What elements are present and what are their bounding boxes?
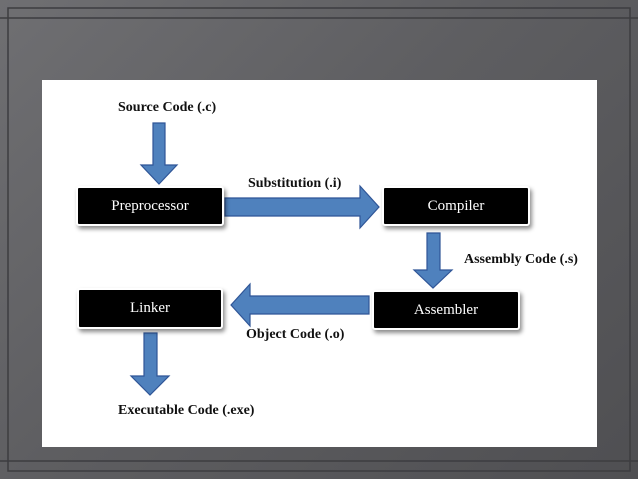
assembly-code-label: Assembly Code (.s) <box>464 252 578 267</box>
arrows-layer <box>129 122 454 396</box>
object-code-label: Object Code (.o) <box>246 327 345 342</box>
assembler-label: Assembler <box>413 301 479 318</box>
preprocessor-box: Preprocessor <box>76 186 224 226</box>
arrow-linker-to-executable <box>129 332 171 396</box>
source-code-label: Source Code (.c) <box>118 100 217 115</box>
arrow-compiler-to-assembler <box>412 232 454 289</box>
arrow-assembler-to-linker <box>230 282 370 328</box>
assembler-box: Assembler <box>372 290 520 330</box>
linker-label: Linker <box>130 300 170 316</box>
compiler-box: Compiler <box>382 186 530 226</box>
preprocessor-label: Preprocessor <box>111 197 189 214</box>
linker-box: Linker <box>77 288 223 329</box>
diagram-panel: Source Code (.c) Preprocessor Substituti… <box>42 80 597 447</box>
executable-code-label: Executable Code (.exe) <box>118 403 255 418</box>
substitution-label: Substitution (.i) <box>248 176 342 191</box>
arrow-preprocessor-to-compiler <box>224 184 380 230</box>
arrow-source-to-preprocessor <box>139 122 179 185</box>
compiler-label: Compiler <box>427 197 485 214</box>
